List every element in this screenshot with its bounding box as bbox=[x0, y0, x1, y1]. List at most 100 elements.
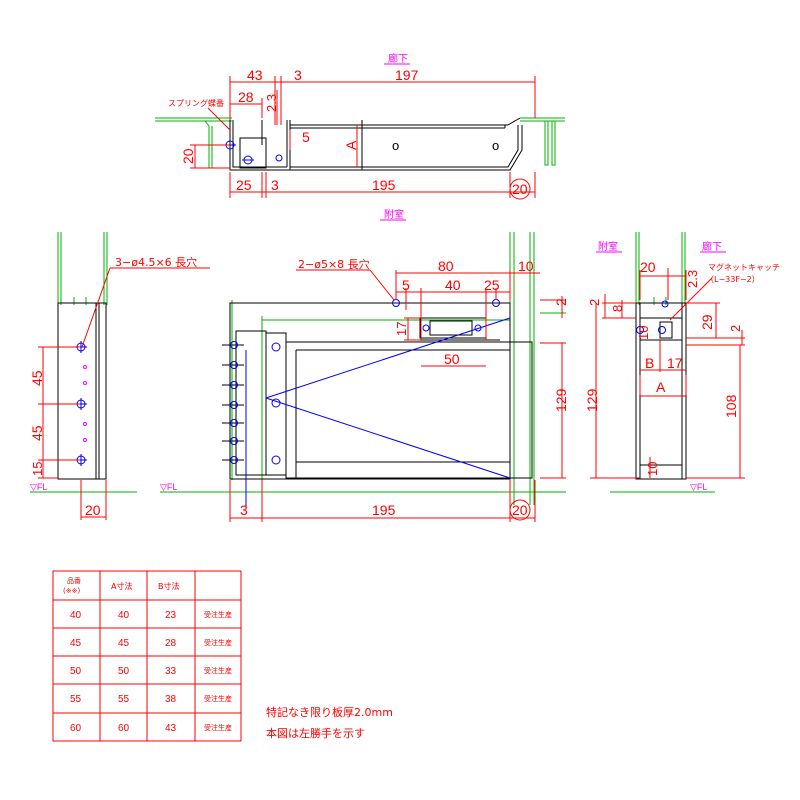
right-dim-2a: 2 bbox=[587, 299, 602, 306]
svg-text:60: 60 bbox=[118, 723, 130, 734]
front-fasteners bbox=[230, 299, 500, 508]
plan-title: 廊下 bbox=[388, 52, 408, 65]
svg-text:45: 45 bbox=[70, 638, 82, 649]
plan-dim-195: 195 bbox=[372, 177, 396, 193]
front-dim-80: 80 bbox=[438, 258, 454, 274]
table-grid bbox=[52, 570, 242, 742]
elevation-title: 附室 bbox=[384, 208, 404, 221]
plan-frame bbox=[229, 117, 523, 171]
right-dim-129: 129 bbox=[584, 388, 600, 412]
left-dimensions bbox=[38, 267, 210, 520]
left-fl: ▽FL bbox=[30, 482, 47, 492]
table-row: 55 55 38 受注生産 bbox=[70, 694, 232, 705]
front-dim-10: 10 bbox=[518, 258, 534, 274]
svg-text:受注生産: 受注生産 bbox=[204, 666, 232, 675]
right-dimensions bbox=[590, 268, 745, 479]
section-right-title: 廊下 bbox=[702, 240, 722, 253]
svg-text:43: 43 bbox=[165, 723, 177, 734]
note-thickness: 特記なき限り板厚2.0mm bbox=[266, 705, 393, 719]
plan-dim-25: 25 bbox=[236, 177, 252, 193]
svg-text:40: 40 bbox=[118, 610, 130, 621]
table-row: 60 60 43 受注生産 bbox=[70, 723, 232, 734]
right-magnet-code: （L−33F−2） bbox=[706, 275, 760, 284]
svg-text:受注生産: 受注生産 bbox=[204, 694, 232, 703]
plan-dim-3: 3 bbox=[294, 67, 302, 83]
right-wall bbox=[610, 232, 715, 493]
right-dim-10: 10 bbox=[636, 326, 651, 340]
front-dim-40: 40 bbox=[445, 277, 461, 293]
front-dim-3: 3 bbox=[240, 502, 248, 518]
front-view: 附室 bbox=[160, 208, 569, 522]
right-dim-17: 17 bbox=[667, 355, 683, 371]
front-dim-195: 195 bbox=[372, 502, 396, 518]
front-dim-50: 50 bbox=[444, 351, 460, 367]
plan-dimensions bbox=[190, 76, 536, 198]
front-dim-2: 2 bbox=[553, 298, 569, 306]
svg-text:55: 55 bbox=[70, 694, 82, 705]
right-dim-A: A bbox=[656, 379, 666, 395]
svg-text:23: 23 bbox=[165, 610, 177, 621]
table-row: 45 45 28 受注生産 bbox=[70, 638, 232, 649]
front-dim-5: 5 bbox=[402, 277, 410, 293]
front-hinges bbox=[222, 344, 244, 461]
right-dim-2-3: 2.3 bbox=[685, 270, 700, 288]
left-box bbox=[57, 302, 107, 480]
plan-dim-28: 28 bbox=[238, 89, 254, 105]
right-fl: ▽FL bbox=[690, 482, 707, 492]
front-swing-diagonals bbox=[265, 317, 511, 479]
spec-table: 品番 (※※) A寸法 B寸法 40 40 23 受注生産 45 45 28 受… bbox=[52, 570, 242, 742]
plan-view: 廊下 o o bbox=[155, 52, 565, 200]
front-frame bbox=[229, 302, 533, 480]
svg-text:55: 55 bbox=[118, 694, 130, 705]
svg-text:50: 50 bbox=[70, 666, 82, 677]
plan-dim-20-circle bbox=[509, 178, 531, 200]
front-dim-20-label: 20 bbox=[512, 502, 528, 518]
svg-text:45: 45 bbox=[118, 638, 130, 649]
plan-hole-2: o bbox=[492, 138, 499, 153]
left-small-marks bbox=[83, 365, 87, 442]
right-dim-20: 20 bbox=[640, 259, 656, 275]
plan-dim-20-circle-label: 20 bbox=[512, 181, 528, 197]
plan-hole-1: o bbox=[392, 138, 399, 153]
left-dim-15: 15 bbox=[30, 462, 45, 476]
front-dim-20-circle bbox=[509, 499, 531, 521]
front-dimensions bbox=[229, 269, 566, 522]
front-dim-25: 25 bbox=[484, 277, 500, 293]
plan-dim-43: 43 bbox=[247, 67, 263, 83]
right-dim-2b: 2 bbox=[728, 325, 743, 332]
right-view: 附室 廊下 bbox=[584, 232, 780, 493]
table-row: 40 40 23 受注生産 bbox=[70, 610, 232, 621]
svg-text:28: 28 bbox=[165, 638, 177, 649]
right-magnet-label: マグネットキャッチ bbox=[708, 262, 780, 272]
front-fl: ▽FL bbox=[160, 482, 177, 492]
plan-dim-20-left: 20 bbox=[180, 148, 196, 164]
table-header-code-1: 品番 bbox=[67, 577, 81, 585]
plan-dim-2-3: 2.3 bbox=[264, 94, 279, 112]
plan-dim-5: 5 bbox=[302, 129, 310, 145]
front-dim-17: 17 bbox=[394, 322, 409, 336]
svg-text:受注生産: 受注生産 bbox=[204, 610, 232, 619]
plan-dim-A: A bbox=[343, 140, 359, 150]
svg-text:60: 60 bbox=[70, 723, 82, 734]
note-handing: 本図は左勝手を示す bbox=[266, 726, 365, 740]
table-header-b: B寸法 bbox=[158, 581, 180, 591]
front-dim-129: 129 bbox=[553, 388, 569, 412]
right-fasteners bbox=[636, 300, 669, 334]
left-wall bbox=[30, 232, 137, 493]
table-row: 50 50 33 受注生産 bbox=[70, 666, 232, 677]
table-header-a: A寸法 bbox=[111, 581, 132, 591]
right-dim-8: 8 bbox=[610, 305, 625, 312]
front-hole-label: 2−ø5×8 長穴 bbox=[298, 257, 370, 271]
svg-text:50: 50 bbox=[118, 666, 130, 677]
plan-dim-197: 197 bbox=[395, 67, 419, 83]
svg-text:33: 33 bbox=[165, 666, 177, 677]
svg-text:受注生産: 受注生産 bbox=[204, 638, 232, 647]
right-dim-B: B bbox=[645, 355, 654, 371]
left-dim-45b: 45 bbox=[29, 425, 45, 441]
table-header-code-2: (※※) bbox=[63, 587, 80, 595]
right-dim-108: 108 bbox=[723, 394, 739, 418]
svg-text:受注生産: 受注生産 bbox=[204, 723, 232, 732]
left-dim-20: 20 bbox=[85, 502, 101, 518]
left-dim-45a: 45 bbox=[29, 370, 45, 386]
